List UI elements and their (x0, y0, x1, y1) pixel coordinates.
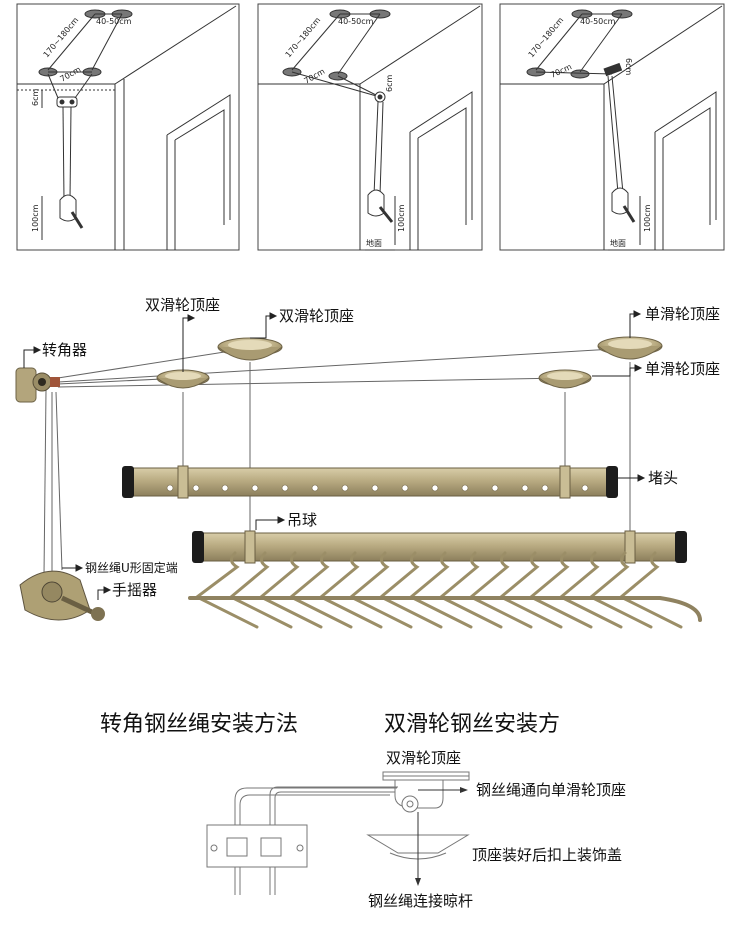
p3-dim-70: 70cm (549, 62, 573, 80)
title-pulley-method: 双滑轮钢丝安装方 (384, 712, 560, 737)
label-to-single-pulley: 钢丝绳通向单滑轮顶座 (476, 781, 626, 799)
p3-dim-40: 40-50cm (580, 17, 616, 26)
double-pulley-seat-mid (217, 337, 283, 361)
upper-drying-bar (122, 465, 618, 499)
p3-floor: 地面 (610, 238, 626, 248)
panel-3 (499, 3, 725, 251)
p3-dim-6: 6cm (624, 58, 633, 75)
p1-dim-170: 170~180cm (42, 15, 81, 59)
double-pulley-seat-left (156, 369, 210, 389)
label-cover: 顶座装好后扣上装饰盖 (472, 846, 622, 864)
top-panels: 170~180cm 40-50cm 70cm 6cm 100cm (16, 3, 725, 251)
p2-dim-100: 100cm (397, 204, 406, 232)
p2-dim-70: 70cm (303, 67, 327, 86)
p2-dim-170: 170~180cm (284, 15, 323, 59)
label-hanging-ball: 吊球 (287, 511, 317, 529)
hand-crank (19, 570, 105, 621)
p2-floor: 地面 (366, 238, 382, 248)
label-u-clamp: 钢丝绳U形固定端 (85, 560, 178, 575)
label-double-pulley-left: 双滑轮顶座 (145, 296, 220, 314)
p2-dim-40: 40-50cm (338, 17, 374, 26)
p3-dim-100: 100cm (643, 204, 652, 232)
label-single-pulley-low: 单滑轮顶座 (645, 360, 720, 378)
title-corner-method: 转角钢丝绳安装方法 (100, 712, 298, 737)
label-end-cap: 堵头 (648, 469, 678, 487)
p1-dim-100: 100cm (31, 204, 40, 232)
single-pulley-seat-low (538, 369, 592, 389)
panel-2 (257, 3, 483, 251)
install-methods: 转角钢丝绳安装方法 双滑轮钢丝安装方 (100, 712, 626, 910)
wires (43, 347, 631, 576)
p2-dim-6: 6cm (385, 75, 394, 92)
label-to-pole: 钢丝绳连接晾杆 (368, 892, 473, 910)
label-arrows (23, 310, 646, 600)
panel-1 (16, 3, 240, 251)
label-single-pulley-top: 单滑轮顶座 (645, 305, 720, 323)
lower-drying-bar (192, 530, 687, 564)
label-corner: 转角器 (42, 341, 87, 359)
p1-dim-40: 40-50cm (96, 17, 132, 26)
p1-dim-70: 70cm (59, 65, 83, 84)
p1-dim-6: 6cm (31, 89, 40, 106)
corner-device (15, 367, 60, 403)
detail-drawing (206, 771, 470, 895)
p3-dim-170: 170~180cm (527, 15, 566, 59)
label-crank: 手摇器 (112, 581, 157, 599)
label-double-pulley-mid: 双滑轮顶座 (279, 307, 354, 325)
hangers (188, 551, 702, 629)
assembly-diagram: 双滑轮顶座 双滑轮顶座 单滑轮顶座 单滑轮顶座 转角器 堵头 吊球 钢丝绳U形固… (15, 296, 720, 629)
label-pulley-seat: 双滑轮顶座 (386, 749, 461, 767)
single-pulley-seat-top (597, 336, 663, 360)
